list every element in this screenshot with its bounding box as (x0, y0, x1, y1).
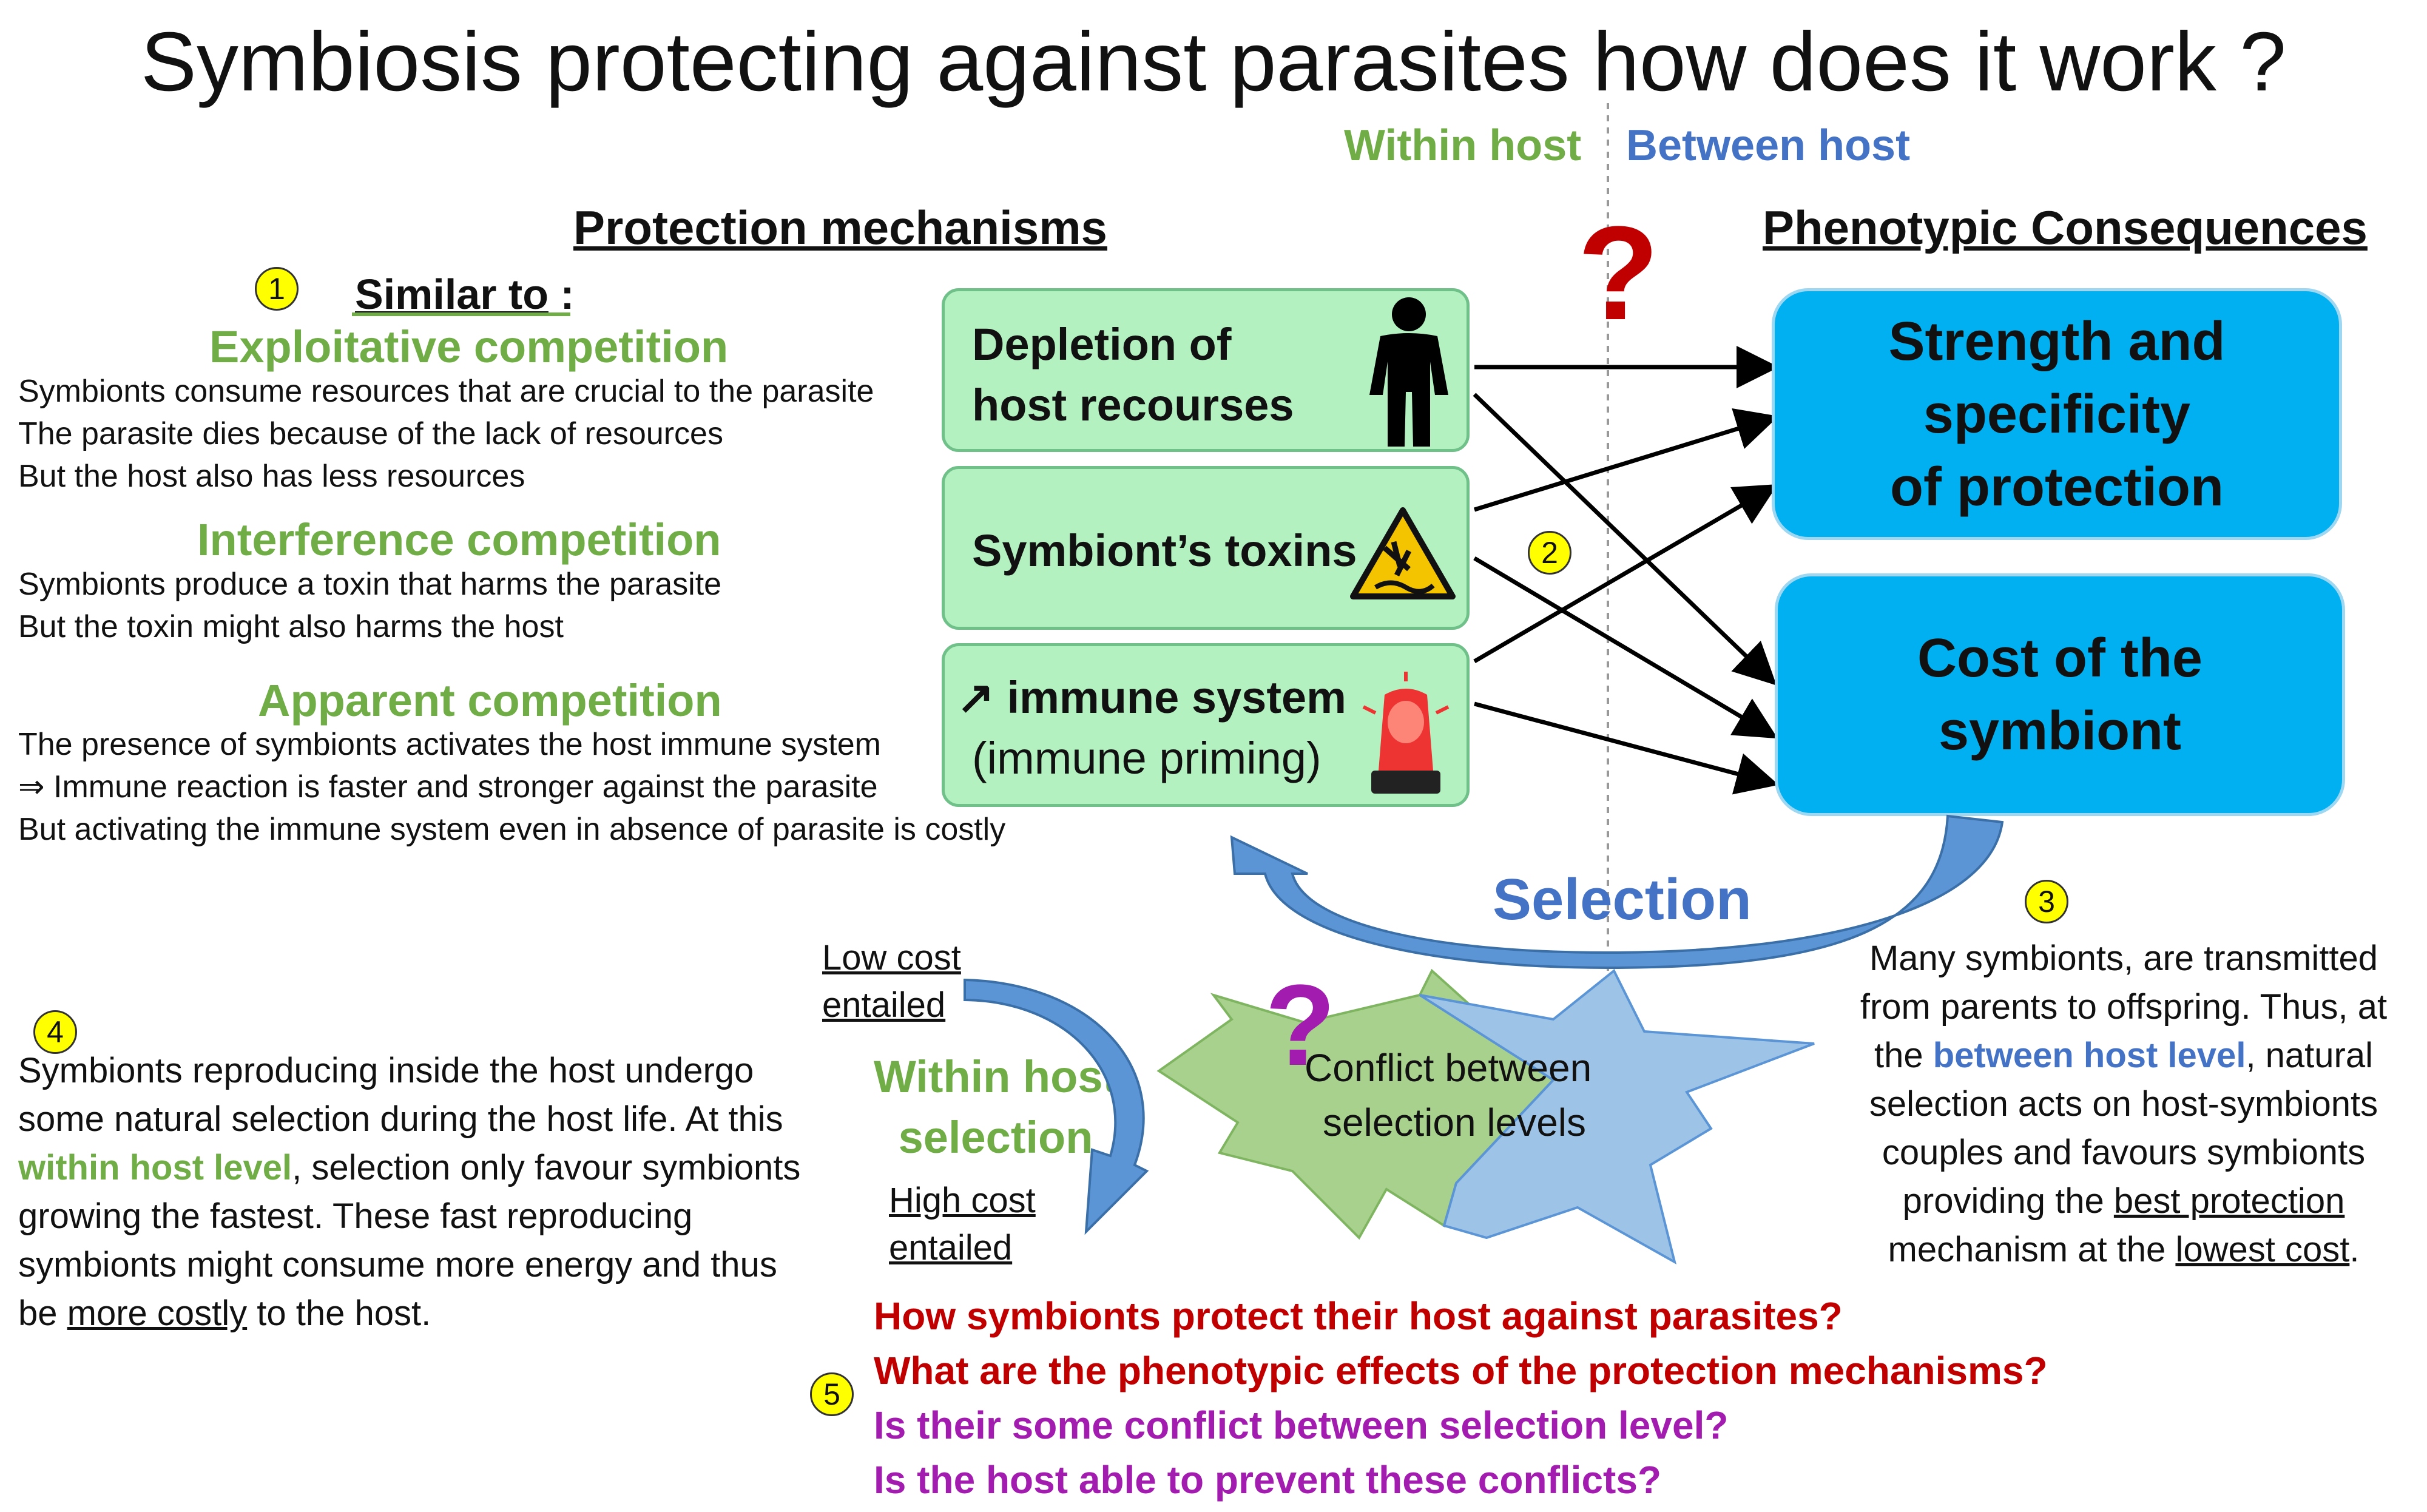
section3-line-4: selection acts on host-symbionts (1869, 1084, 2378, 1124)
toxic-warning-icon (1350, 507, 1456, 599)
section4-line-3: within host level, selection only favour… (18, 1144, 800, 1192)
immune-system-text: immune system (1007, 672, 1346, 723)
cost-line-1: Cost of the (1917, 628, 2203, 689)
toxins-box: Symbiont’s toxins (942, 466, 1470, 630)
section3-line-6: providing the best protection (1832, 1177, 2415, 1226)
section3-line-7: mechanism at the lowest cost. (1832, 1226, 2415, 1274)
question-1: How symbionts protect their host against… (874, 1294, 1843, 1338)
section3-line-1: Many symbionts, are transmitted (1869, 939, 2378, 978)
cost-box: Cost of the symbiont (1775, 573, 2345, 816)
question-3: Is their some conflict between selection… (874, 1403, 1729, 1447)
best-protection-text: best protection (2113, 1181, 2345, 1221)
interference-line-2: But the toxin might also harms the host (18, 609, 564, 644)
strength-line-2: specificity (1923, 383, 2191, 445)
person-icon (1369, 297, 1448, 447)
strength-line-3: of protection (1890, 456, 2224, 518)
number-badge-1: 1 (255, 267, 299, 311)
high-cost-line-2: entailed (889, 1228, 1013, 1267)
section4-line-2: some natural selection during the host l… (18, 1099, 783, 1139)
exploitative-line-2: The parasite dies because of the lack of… (18, 416, 723, 451)
interference-line-1: Symbionts produce a toxin that harms the… (18, 567, 722, 602)
section3-line-7a: mechanism at the (1888, 1230, 2176, 1269)
exploitative-line-3: But the host also has less resources (18, 459, 525, 494)
apparent-title: Apparent competition (258, 675, 722, 726)
conflict-line-2: selection levels (1323, 1101, 1586, 1144)
page-title: Symbiosis protecting against parasites h… (140, 15, 2287, 109)
immune-line-2: (immune priming) (972, 733, 1322, 783)
number-badge-2: 2 (1528, 531, 1571, 575)
similar-to-label: Similar to : (355, 267, 575, 322)
within-selection-line-2: selection (898, 1112, 1093, 1163)
section4-line-6: be more costly to the host. (18, 1289, 800, 1338)
section4-line-6a: be (18, 1294, 67, 1333)
question-mark-red: ? (1578, 198, 1659, 348)
depletion-box: Depletion of host recourses (942, 288, 1470, 452)
more-costly-text: more costly (67, 1294, 248, 1333)
section3-line-3a: the (1874, 1036, 1933, 1075)
level-divider (1607, 103, 1609, 1013)
section4-text: Symbionts reproducing inside the host un… (18, 1047, 800, 1338)
depletion-line-1: Depletion of (972, 319, 1232, 370)
within-selection-line-1: Within host (874, 1051, 1118, 1102)
section3-line-6a: providing the (1902, 1181, 2114, 1221)
exploitative-line-1: Symbionts consume resources that are cru… (18, 374, 874, 409)
question-mark-purple: ? (1265, 961, 1336, 1090)
section3-line-7c: . (2349, 1230, 2360, 1269)
selection-label: Selection (1493, 867, 1752, 932)
section3-line-3: the between host level, natural (1832, 1031, 2415, 1080)
toxins-label: Symbiont’s toxins (972, 525, 1357, 576)
similar-to-text: Similar to (355, 271, 549, 318)
similar-to-underline (352, 312, 570, 316)
lowest-cost-text: lowest cost (2175, 1230, 2350, 1269)
strength-box: Strength and specificity of protection (1772, 288, 2342, 540)
section4-line-4: growing the fastest. These fast reproduc… (18, 1196, 693, 1236)
high-cost-line-1: High cost (889, 1181, 1036, 1220)
number-badge-3: 3 (2025, 880, 2068, 923)
exploitative-title: Exploitative competition (209, 322, 729, 372)
apparent-line-1: The presence of symbionts activates the … (18, 727, 881, 762)
similar-to-colon: : (548, 271, 575, 318)
question-4: Is the host able to prevent these confli… (874, 1458, 1662, 1502)
section4-line-1: Symbionts reproducing inside the host un… (18, 1051, 754, 1090)
number-badge-5: 5 (810, 1372, 854, 1416)
protection-mechanisms-header: Protection mechanisms (573, 201, 1107, 254)
section3-line-2: from parents to offspring. Thus, at (1860, 987, 2388, 1027)
high-cost-label: High cost entailed (889, 1177, 1036, 1272)
increase-arrow-icon: ↗ (957, 672, 995, 723)
section3-line-5: couples and favours symbionts (1882, 1133, 2366, 1172)
within-host-level-text: within host level (18, 1148, 292, 1187)
immune-box: ↗ immune system (immune priming) (942, 643, 1470, 807)
cost-line-2: symbiont (1938, 701, 2182, 761)
question-2: What are the phenotypic effects of the p… (874, 1349, 2048, 1392)
interference-title: Interference competition (197, 515, 721, 565)
apparent-line-2: ⇒ Immune reaction is faster and stronger… (18, 769, 878, 805)
section4-line-6c: to the host. (247, 1294, 431, 1333)
phenotypic-consequences-header: Phenotypic Consequences (1763, 201, 2368, 254)
between-host-level-text: between host level (1932, 1036, 2246, 1075)
strength-line-1: Strength and (1888, 311, 2226, 372)
depletion-line-2: host recourses (972, 380, 1294, 430)
apparent-line-3: But activating the immune system even in… (18, 812, 1006, 847)
immune-line-1: ↗ immune system (957, 667, 1346, 728)
between-host-label: Between host (1626, 121, 1911, 170)
low-cost-line-2: entailed (822, 985, 946, 1025)
low-cost-label: Low cost entailed (822, 934, 961, 1029)
within-host-selection-label: Within host selection (874, 1047, 1118, 1168)
conflict-line-1: Conflict between (1305, 1046, 1592, 1090)
section4-line-3b: , selection only favour symbionts (292, 1148, 801, 1187)
section3-line-3c: , natural (2246, 1036, 2374, 1075)
number-badge-4: 4 (33, 1010, 77, 1054)
within-host-label: Within host (1344, 121, 1582, 170)
section3-text: Many symbionts, are transmitted from par… (1832, 934, 2415, 1274)
section4-line-5: symbionts might consume more energy and … (18, 1245, 777, 1284)
alarm-siren-icon (1362, 672, 1450, 794)
low-cost-line-1: Low cost (822, 938, 961, 977)
